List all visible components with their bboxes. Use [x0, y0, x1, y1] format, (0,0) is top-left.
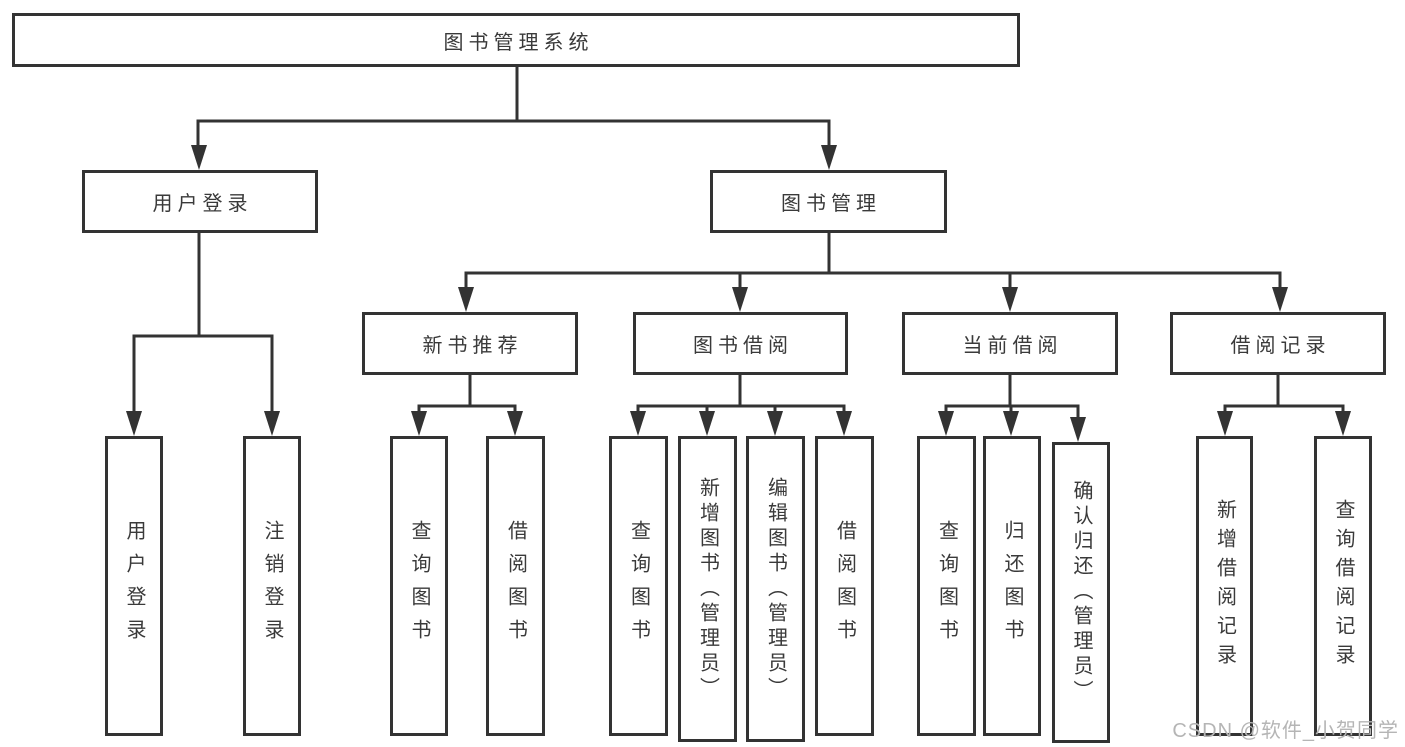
node-library-management-system: 图书管理系统	[12, 13, 1020, 67]
connector-book-borrow-children	[630, 375, 852, 436]
node-label: 查询借阅记录	[1332, 499, 1354, 673]
node-label: 新增借阅记录	[1213, 499, 1236, 673]
leaf-query-books: 查询图书	[609, 436, 668, 736]
arrow-down-icon	[630, 411, 646, 436]
node-borrowing-records: 借阅记录	[1170, 312, 1386, 375]
arrow-down-icon	[1272, 287, 1288, 312]
node-label: 确认归还（管理员）	[1070, 480, 1092, 705]
node-book-management: 图书管理	[710, 170, 947, 233]
leaf-logout: 注销登录	[243, 436, 301, 736]
node-label: 编辑图书（管理员）	[764, 476, 787, 702]
arrow-down-icon	[1217, 411, 1233, 436]
node-label: 查询图书	[935, 520, 958, 652]
arrow-down-icon	[264, 411, 280, 436]
node-label: 新增图书（管理员）	[696, 476, 719, 702]
leaf-borrow-books: 借阅图书	[815, 436, 874, 736]
connector-book-management-children	[458, 233, 1288, 312]
arrow-down-icon	[836, 411, 852, 436]
connector-new-book-children	[411, 375, 523, 436]
node-label: 归还图书	[1001, 520, 1023, 652]
arrow-down-icon	[1070, 417, 1086, 442]
leaf-add-borrow-record: 新增借阅记录	[1196, 436, 1253, 736]
node-new-book-recommendation: 新书推荐	[362, 312, 578, 375]
arrow-down-icon	[1002, 287, 1018, 312]
leaf-edit-book-admin: 编辑图书（管理员）	[746, 436, 805, 742]
node-label: 查询图书	[408, 520, 430, 652]
arrow-down-icon	[126, 411, 142, 436]
csdn-watermark: CSDN @软件_小贺同学	[1172, 720, 1399, 742]
arrow-down-icon	[1335, 411, 1351, 436]
arrow-down-icon	[732, 287, 748, 312]
node-current-borrowing: 当前借阅	[902, 312, 1118, 375]
arrow-down-icon	[1003, 411, 1019, 436]
arrow-down-icon	[191, 145, 207, 170]
node-label: 借阅图书	[833, 520, 856, 652]
node-user-login: 用户登录	[82, 170, 318, 233]
node-label: 借阅图书	[504, 520, 527, 652]
leaf-add-book-admin: 新增图书（管理员）	[678, 436, 737, 742]
arrow-down-icon	[458, 287, 474, 312]
leaf-query-books: 查询图书	[390, 436, 448, 736]
node-book-borrowing: 图书借阅	[633, 312, 848, 375]
node-label: 查询图书	[627, 520, 650, 652]
connector-current-borrow-children	[938, 375, 1086, 442]
node-label: 注销登录	[261, 520, 283, 652]
node-label: 用户登录	[123, 520, 145, 652]
arrow-down-icon	[767, 411, 783, 436]
leaf-return-book: 归还图书	[983, 436, 1041, 736]
connector-user-login-children	[126, 233, 280, 436]
arrow-down-icon	[699, 411, 715, 436]
leaf-query-borrow-record: 查询借阅记录	[1314, 436, 1372, 736]
leaf-user-login: 用户登录	[105, 436, 163, 736]
arrow-down-icon	[411, 411, 427, 436]
leaf-query-books: 查询图书	[917, 436, 976, 736]
arrow-down-icon	[507, 411, 523, 436]
leaf-borrow-books: 借阅图书	[486, 436, 545, 736]
arrow-down-icon	[821, 145, 837, 170]
connector-borrow-records-children	[1217, 375, 1351, 436]
connector-root-to-level2	[191, 67, 837, 170]
arrow-down-icon	[938, 411, 954, 436]
leaf-confirm-return-admin: 确认归还（管理员）	[1052, 442, 1110, 743]
